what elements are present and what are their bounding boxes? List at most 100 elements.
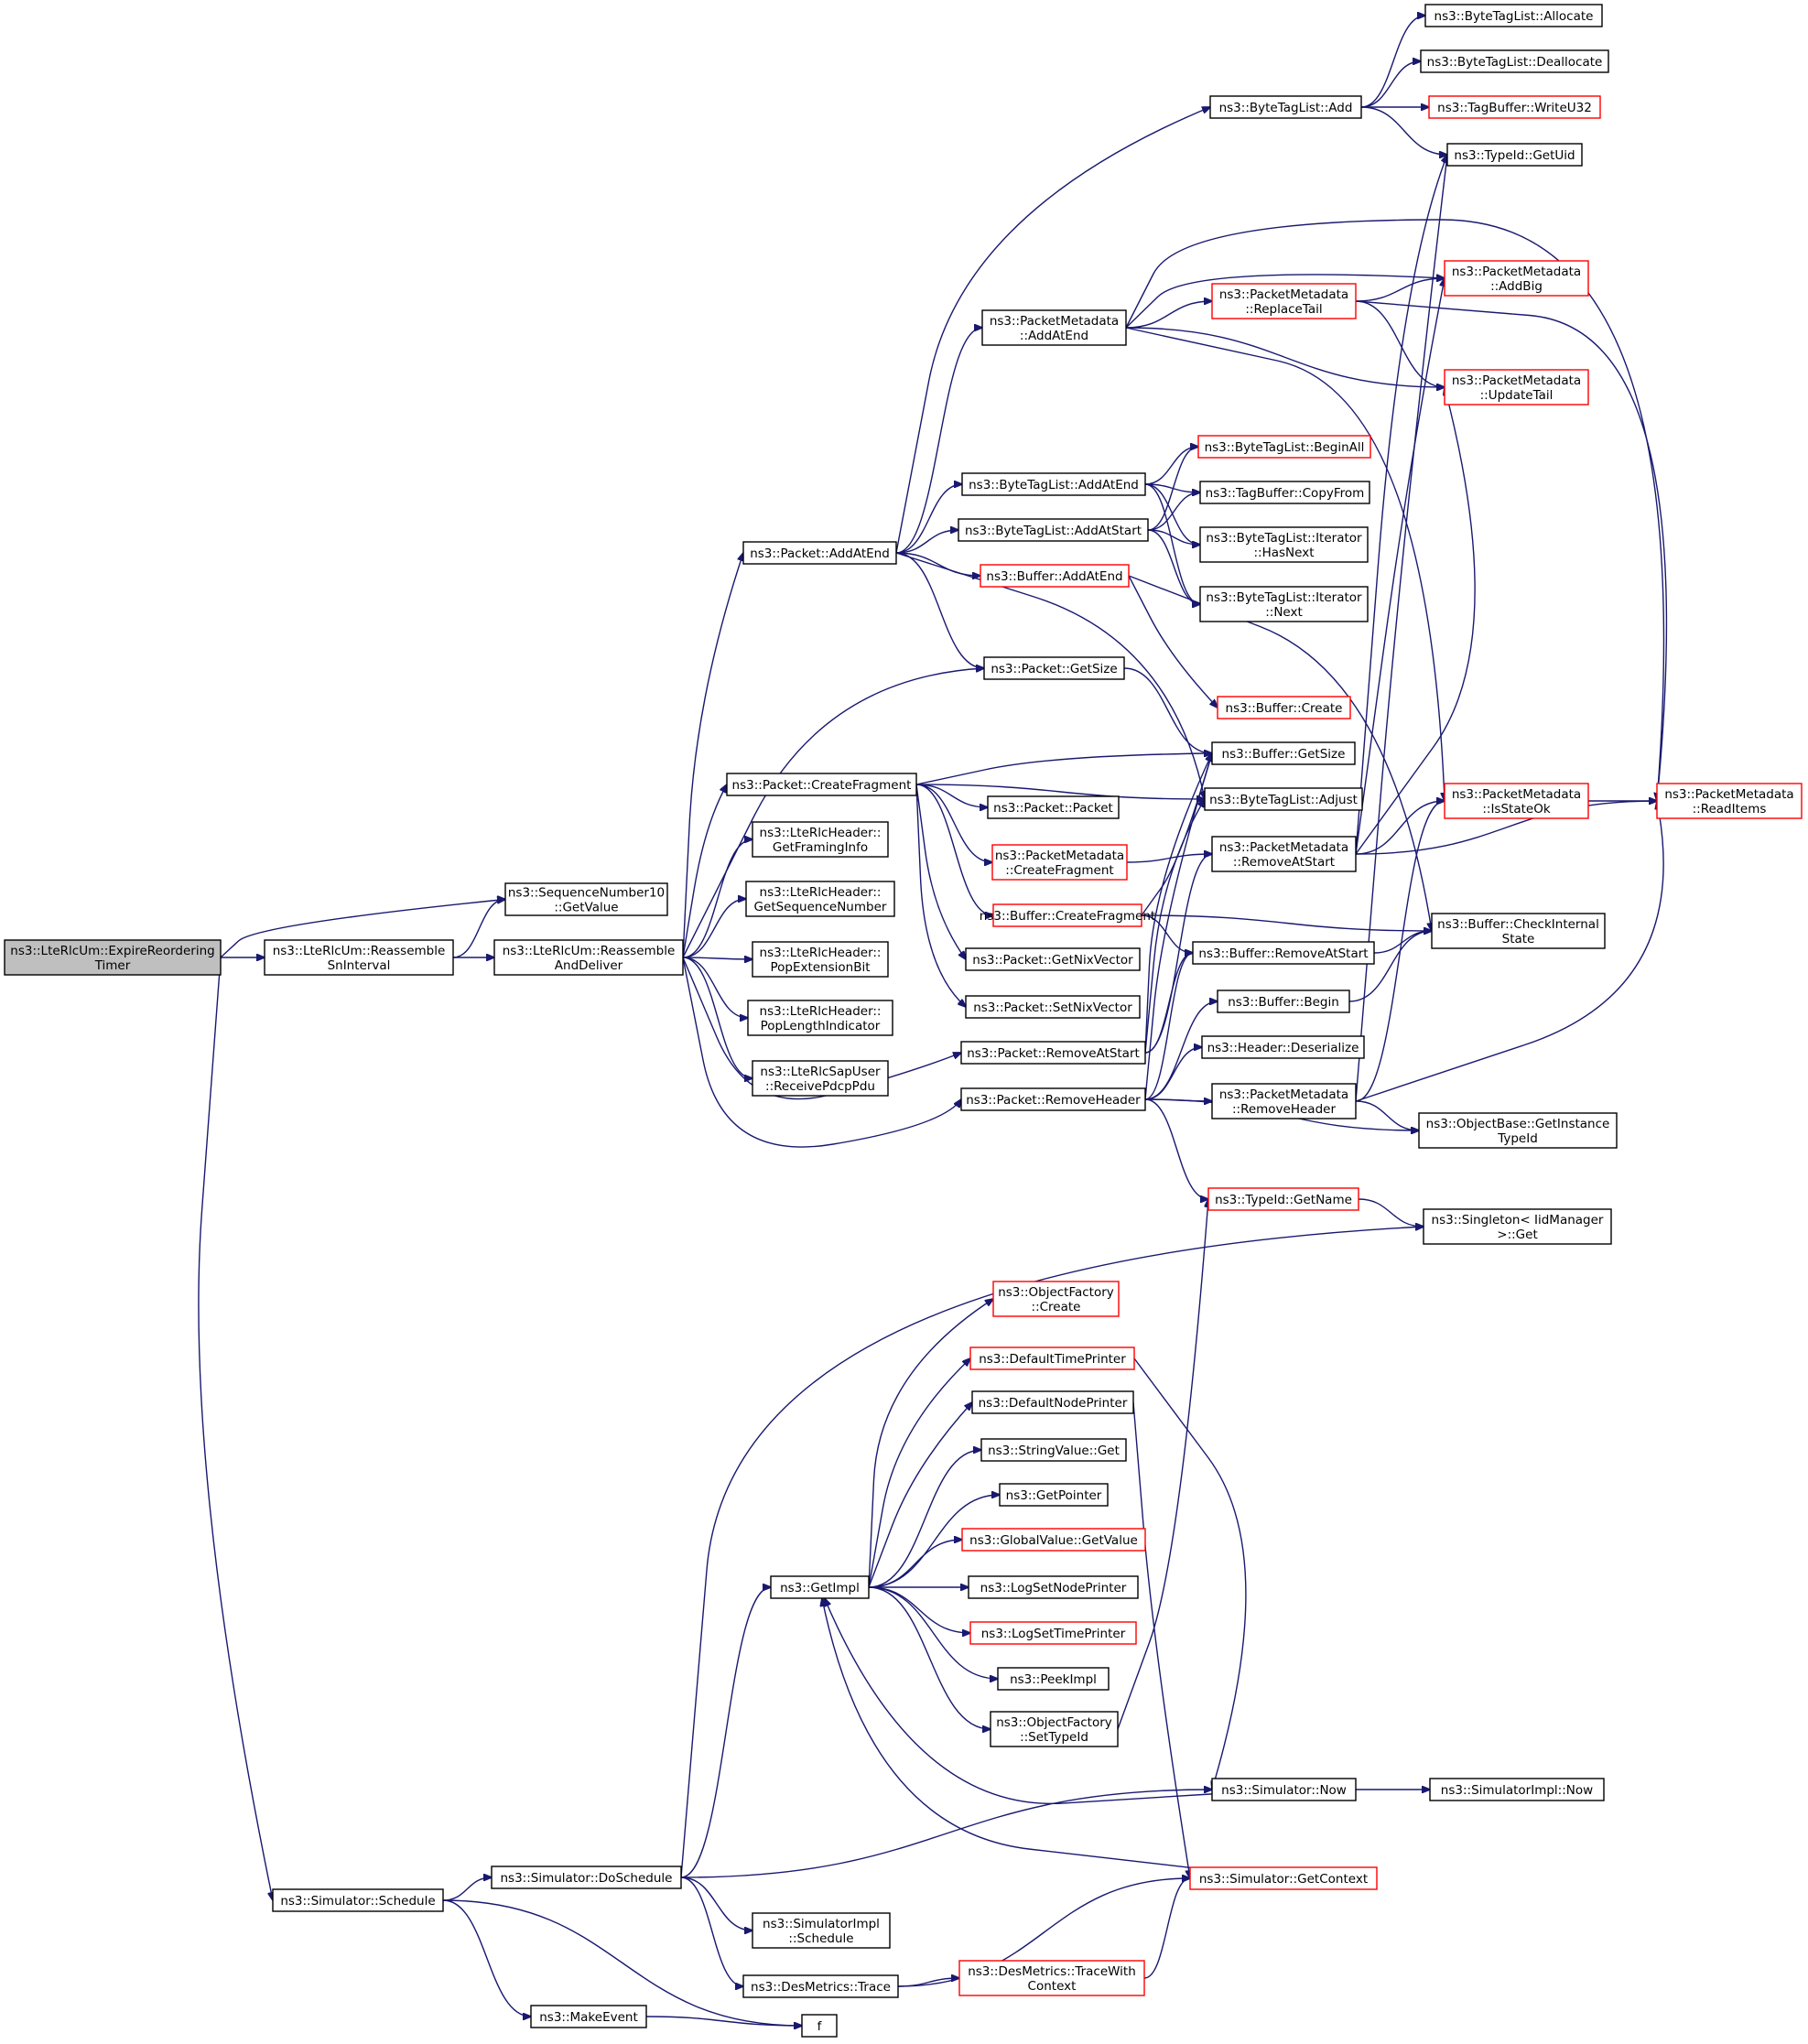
node-bufcreate[interactable]: ns3::Buffer::Create	[1217, 696, 1351, 719]
node-pmcreatefrag[interactable]: ns3::PacketMetadata::CreateFragment	[991, 844, 1128, 881]
node-pmread[interactable]: ns3::PacketMetadata::ReadItems	[1656, 783, 1803, 819]
node-box	[987, 795, 1120, 819]
node-box	[960, 1087, 1146, 1111]
node-btlbeginall[interactable]: ns3::ByteTagList::BeginAll	[1197, 435, 1371, 459]
node-defnode[interactable]: ns3::DefaultNodePrinter	[971, 1390, 1134, 1414]
node-box	[1211, 1778, 1357, 1801]
node-tbcopy[interactable]: ns3::TagBuffer::CopyFrom	[1199, 481, 1370, 504]
node-strget[interactable]: ns3::StringValue::Get	[980, 1438, 1127, 1462]
edge-deliver-to-pkgetsize	[682, 668, 984, 958]
node-pkgetnix[interactable]: ns3::Packet::GetNixVector	[965, 947, 1141, 971]
node-singleton[interactable]: ns3::Singleton< IidManager >::Get	[1423, 1208, 1612, 1245]
node-lognode[interactable]: ns3::LogSetNodePrinter	[968, 1575, 1139, 1599]
node-f[interactable]: f	[801, 2014, 838, 2038]
node-hdrdeser[interactable]: ns3::Header::Deserialize	[1201, 1035, 1365, 1059]
node-pkremhdr[interactable]: ns3::Packet::RemoveHeader	[960, 1087, 1146, 1111]
node-label: ns3::GetImpl	[780, 1581, 860, 1595]
node-pmreptail[interactable]: ns3::PacketMetadata::ReplaceTail	[1211, 283, 1357, 319]
node-peekimpl[interactable]: ns3::PeekImpl	[997, 1667, 1110, 1691]
node-bufgetsize[interactable]: ns3::Buffer::GetSize	[1211, 741, 1356, 765]
node-objfset[interactable]: ns3::ObjectFactory::SetTypeId	[990, 1711, 1119, 1747]
node-pkaddend[interactable]: ns3::Packet::AddAtEnd	[742, 541, 897, 565]
node-btlalloc[interactable]: ns3::ByteTagList::Allocate	[1424, 4, 1603, 27]
node-dosched[interactable]: ns3::Simulator::DoSchedule	[491, 1866, 682, 1889]
node-label: ::IsStateOk	[1482, 802, 1550, 817]
node-typename[interactable]: ns3::TypeId::GetName	[1207, 1187, 1359, 1211]
node-getctx[interactable]: ns3::Simulator::GetContext	[1189, 1866, 1378, 1890]
node-label: ns3::ByteTagList::AddAtEnd	[969, 478, 1139, 492]
node-simimplnow[interactable]: ns3::SimulatorImpl::Now	[1429, 1778, 1605, 1801]
node-btladdstart[interactable]: ns3::ByteTagList::AddAtStart	[958, 518, 1149, 542]
node-btlitnext[interactable]: ns3::ByteTagList::Iterator::Next	[1199, 586, 1369, 622]
node-pmaddend[interactable]: ns3::PacketMetadata::AddAtEnd	[981, 309, 1127, 346]
node-bufremstart[interactable]: ns3::Buffer::RemoveAtStart	[1192, 941, 1375, 965]
node-sched[interactable]: ns3::Simulator::Schedule	[272, 1888, 444, 1912]
node-pkremstart[interactable]: ns3::Packet::RemoveAtStart	[960, 1041, 1146, 1065]
node-btldealloc[interactable]: ns3::ByteTagList::Deallocate	[1420, 49, 1609, 73]
edge-pmreptail-to-pmread	[1355, 300, 1668, 801]
edge-pmremstart-to-pmread	[1355, 801, 1657, 855]
edge-pkfrag-to-bufgetsize	[915, 753, 1212, 785]
node-logtime[interactable]: ns3::LogSetTimePrinter	[969, 1621, 1137, 1645]
node-btladd[interactable]: ns3::ByteTagList::Add	[1209, 95, 1362, 119]
edge-dosched-to-singleton	[680, 1227, 1424, 1878]
node-objfcreate[interactable]: ns3::ObjectFactory::Create	[992, 1281, 1120, 1317]
edge-pkaddend-to-pmaddend	[895, 328, 982, 554]
node-pmremhdr[interactable]: ns3::PacketMetadata::RemoveHeader	[1211, 1083, 1357, 1119]
edge-bufcreatefrag-to-bufcheck	[1141, 914, 1432, 931]
node-bufbegin[interactable]: ns3::Buffer::Begin	[1217, 990, 1350, 1013]
node-deftime[interactable]: ns3::DefaultTimePrinter	[969, 1346, 1135, 1370]
node-btlithas[interactable]: ns3::ByteTagList::Iterator::HasNext	[1199, 526, 1369, 563]
node-destrace[interactable]: ns3::DesMetrics::Trace	[742, 1974, 899, 1998]
node-pkpacket[interactable]: ns3::Packet::Packet	[987, 795, 1120, 819]
node-btladjust[interactable]: ns3::ByteTagList::Adjust	[1204, 787, 1363, 811]
node-simnow[interactable]: ns3::Simulator::Now	[1211, 1778, 1357, 1801]
edge-destrace-to-getctx	[897, 1878, 1190, 1987]
node-bufaddend[interactable]: ns3::Buffer::AddAtEnd	[980, 564, 1130, 588]
node-label: ns3::PeekImpl	[1010, 1672, 1097, 1687]
node-typeuid[interactable]: ns3::TypeId::GetUid	[1446, 143, 1583, 167]
node-sapuser[interactable]: ns3::LteRlcSapUser::ReceivePdcpPdu	[752, 1060, 889, 1097]
edge-pkaddend-to-btladdend	[895, 484, 962, 554]
node-pksetnix[interactable]: ns3::Packet::SetNixVector	[965, 995, 1141, 1019]
node-label: f	[817, 2019, 823, 2034]
node-box	[980, 564, 1130, 588]
node-label: State	[1502, 932, 1535, 946]
node-label: ns3::Packet::Packet	[993, 801, 1113, 816]
node-tbwrite[interactable]: ns3::TagBuffer::WriteU32	[1428, 95, 1601, 119]
node-pmremstart[interactable]: ns3::PacketMetadata::RemoveAtStart	[1211, 836, 1357, 872]
edge-pkremhdr-to-bufgetsize	[1144, 753, 1212, 1100]
node-btladdend[interactable]: ns3::ByteTagList::AddAtEnd	[961, 472, 1146, 496]
node-simimplsched[interactable]: ns3::SimulatorImpl::Schedule	[752, 1912, 891, 1949]
node-pmisok[interactable]: ns3::PacketMetadata::IsStateOk	[1444, 783, 1589, 819]
node-pmaddbig[interactable]: ns3::PacketMetadata::AddBig	[1444, 260, 1589, 297]
node-getptr[interactable]: ns3::GetPointer	[999, 1483, 1109, 1507]
node-hdrpopext[interactable]: ns3::LteRlcHeader::PopExtensionBit	[752, 941, 889, 978]
edge-typename-to-singleton	[1358, 1198, 1424, 1227]
node-bufcreatefrag[interactable]: ns3::Buffer::CreateFragment	[980, 903, 1155, 927]
node-pmupdtail[interactable]: ns3::PacketMetadata::UpdateTail	[1444, 369, 1589, 406]
edge-deliver-to-hdrpopext	[682, 957, 752, 959]
node-getimpl[interactable]: ns3::GetImpl	[770, 1575, 870, 1599]
node-label: ns3::Packet::GetSize	[991, 662, 1117, 676]
node-box	[1424, 4, 1603, 27]
node-box	[1197, 435, 1371, 459]
node-label: ns3::PacketMetadata	[1452, 265, 1581, 279]
edge-pkaddend-to-pkgetsize	[895, 552, 984, 668]
node-seqget[interactable]: ns3::SequenceNumber10::GetValue	[504, 882, 668, 916]
node-makeevent[interactable]: ns3::MakeEvent	[530, 2005, 647, 2028]
node-hdrseq[interactable]: ns3::LteRlcHeader::GetSequenceNumber	[745, 881, 895, 917]
node-label: ns3::Buffer::CreateFragment	[980, 909, 1155, 924]
node-gvget[interactable]: ns3::GlobalValue::GetValue	[961, 1528, 1146, 1552]
node-hdrframing[interactable]: ns3::LteRlcHeader::GetFramingInfo	[752, 821, 889, 858]
node-pkgetsize[interactable]: ns3::Packet::GetSize	[983, 656, 1125, 680]
node-label: SnInterval	[328, 958, 391, 973]
node-hdrpoplen[interactable]: ns3::LteRlcHeader::PopLengthIndicator	[747, 1000, 893, 1036]
node-pkfrag[interactable]: ns3::Packet::CreateFragment	[726, 773, 917, 796]
